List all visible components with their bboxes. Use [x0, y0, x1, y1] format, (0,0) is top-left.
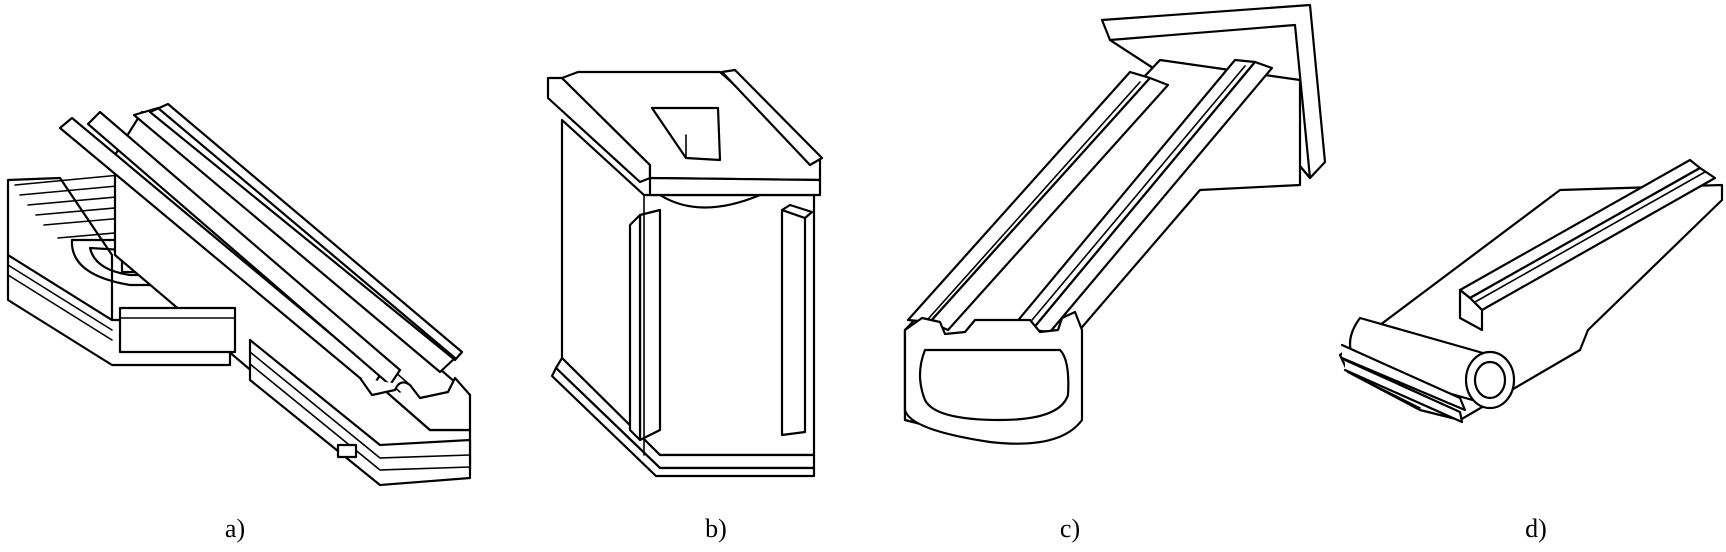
caption-d: d): [1525, 514, 1547, 543]
hollow-slideway-bed-casting-with-flange-icon: [903, 3, 1327, 445]
box-column-casting-icon: [546, 68, 824, 478]
machine-bed-casting-with-side-wing-icon: [6, 102, 472, 487]
tubular-slideway-casting-icon: [1338, 158, 1724, 424]
caption-a: a): [224, 514, 246, 543]
caption-c: c): [1059, 514, 1081, 543]
caption-b: b): [705, 514, 727, 543]
